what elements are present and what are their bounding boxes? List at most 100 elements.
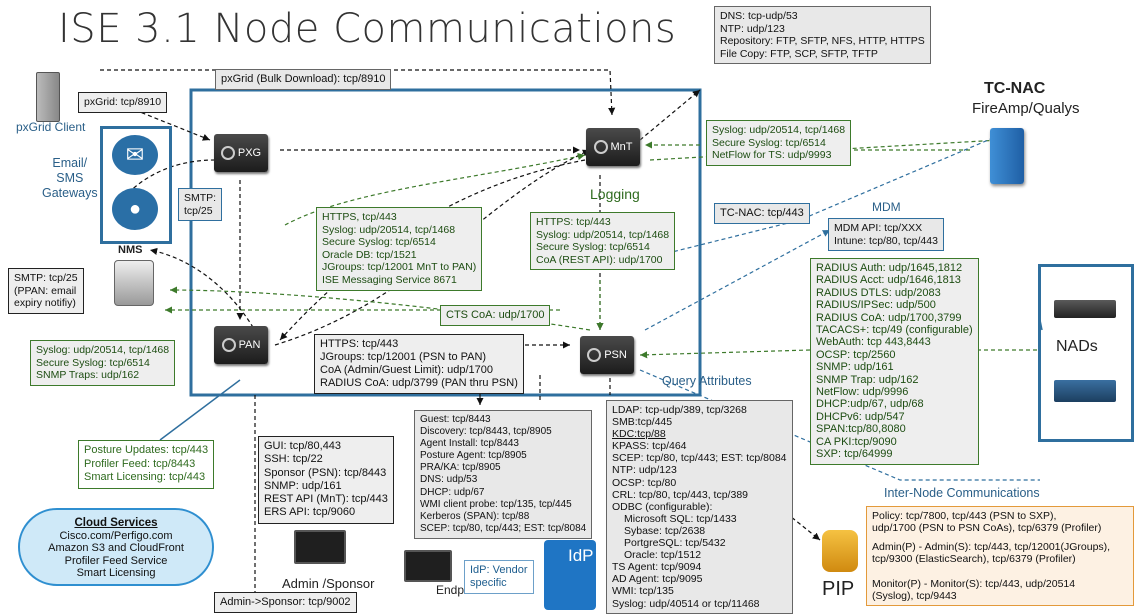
psn-label: PSN <box>604 349 627 361</box>
psn-https-line: HTTPS: tcp/443 <box>536 216 611 228</box>
cloud-line: Amazon S3 and CloudFront <box>48 542 184 554</box>
radius-box: RADIUS Auth: udp/1645,1812 RADIUS Acct: … <box>810 258 979 465</box>
fingerprint-icon <box>593 140 608 154</box>
ldap-line: NTP: udp/123 <box>612 464 677 477</box>
idp-vendor-line: specific <box>470 577 507 589</box>
gui-line: SNMP: udp/161 <box>264 479 342 492</box>
fingerprint-icon <box>221 338 236 352</box>
cloud-line: Smart Licensing <box>76 567 156 579</box>
dns-line: DNS: tcp-udp/53 <box>720 10 798 22</box>
radius-line: RADIUS Acct: udp/1646,1813 <box>816 274 961 287</box>
mnt-syslog-line: Secure Syslog: tcp/6514 <box>712 136 826 149</box>
nads-label: NADs <box>1056 338 1098 355</box>
dns-line: NTP: udp/123 <box>720 22 785 35</box>
posture-line: Posture Updates: tcp/443 <box>84 444 209 456</box>
radius-line: SXP: tcp/64999 <box>816 448 893 461</box>
mnt-syslog-box: Syslog: udp/20514, tcp/1468 Secure Syslo… <box>706 120 852 166</box>
policy-line: tcp/9300 (ElasticSearch), tcp/6379 (Prof… <box>872 553 1076 566</box>
database-icon <box>114 260 154 306</box>
mdm-line: MDM API: tcp/XXX <box>834 222 923 234</box>
switch-icon <box>1054 380 1116 402</box>
smtp-line: SMTP: <box>184 192 217 204</box>
pan-syslog-line: SNMP Traps: udp/162 <box>36 369 140 382</box>
fingerprint-icon <box>587 348 602 362</box>
gui-box: GUI: tcp/80,443 SSH: tcp/22 Sponsor (PSN… <box>258 436 394 524</box>
ldap-line: AD Agent: tcp/9095 <box>612 573 703 586</box>
laptop-icon <box>294 530 346 564</box>
ldap-line: WMI: tcp/135 <box>612 585 674 598</box>
gui-line: ERS API: tcp/9060 <box>264 506 356 519</box>
ldap-line: Sybase: tcp/2638 <box>624 524 706 537</box>
server-icon <box>36 72 60 122</box>
switch-icon <box>1054 300 1116 318</box>
fingerprint-icon <box>220 146 235 160</box>
mdm-line: Intune: tcp/80, tcp/443 <box>834 234 938 247</box>
ldap-line: Syslog: udp/40514 or tcp/11468 <box>612 597 760 610</box>
idp-label: IdP <box>568 546 594 565</box>
policy-box: Policy: tcp/7800, tcp/443 (PSN to SXP), … <box>866 506 1134 607</box>
firewall-icon <box>990 128 1024 184</box>
smtp-line: tcp/25 <box>184 204 213 217</box>
gui-line: GUI: tcp/80,443 <box>264 440 342 452</box>
nms-label: NMS <box>118 244 143 256</box>
psn-https-box: HTTPS: tcp/443 Syslog: udp/20514, tcp/14… <box>530 212 676 271</box>
cloud-line: Profiler Feed Service <box>64 554 168 567</box>
policy-line: Admin(P) - Admin(S): tcp/443, tcp/12001(… <box>872 540 1111 553</box>
pan-psn-line: CoA (Admin/Guest Limit): udp/1700 <box>320 364 494 376</box>
pan-label: PAN <box>238 339 261 351</box>
pxg-node: PXG <box>214 134 268 172</box>
pxg-label: PXG <box>237 147 262 159</box>
radius-line: DHCP:udp/67, udp/68 <box>816 398 924 411</box>
smtp-25-box: SMTP: tcp/25 <box>178 188 223 222</box>
radius-line: WebAuth: tcp 443,8443 <box>816 336 931 349</box>
pan-node: PAN <box>214 326 268 364</box>
cloud-line: Cloud Services <box>74 517 158 529</box>
guest-line: DHCP: udp/67 <box>420 486 485 498</box>
posture-line: Profiler Feed: tcp/8443 <box>84 457 196 470</box>
ldap-line: KPASS: tcp/464 <box>612 440 687 453</box>
center-https-line: Secure Syslog: tcp/6514 <box>322 236 436 249</box>
pxgrid-client-label: pxGrid Client <box>16 120 86 134</box>
email-gateways-line: SMS <box>56 171 84 185</box>
gui-line: Sponsor (PSN): tcp/8443 <box>264 466 387 479</box>
mdm-label: MDM <box>872 200 901 214</box>
ldap-line: SCEP: tcp/80, tcp/443; EST: tcp/8084 <box>612 452 787 465</box>
pan-psn-box: HTTPS: tcp/443 JGroups: tcp/12001 (PSN t… <box>314 334 524 394</box>
idp-vendor-box: IdP: Vendor specific <box>464 560 534 594</box>
mnt-node: MnT <box>586 128 640 166</box>
guest-line: PRA/KA: tcp/8905 <box>420 462 501 474</box>
mail-icon: ✉ <box>112 135 158 175</box>
radius-line: RADIUS Auth: udp/1645,1812 <box>816 262 963 274</box>
pxgrid-tcp-box: pxGrid: tcp/8910 <box>78 92 168 113</box>
ldap-line: OCSP: tcp/80 <box>612 476 677 489</box>
page-title: ISE 3.1 Node Communications <box>58 6 677 52</box>
radius-line: RADIUS CoA: udp/1700,3799 <box>816 311 962 324</box>
center-https-line: JGroups: tcp/12001 MnT to PAN) <box>322 261 477 274</box>
mnt-syslog-line: NetFlow for TS: udp/9993 <box>712 149 832 162</box>
guest-box: Guest: tcp/8443 Discovery: tcp/8443, tcp… <box>414 410 593 539</box>
email-gateways-label: Email/ SMS Gateways <box>42 156 98 201</box>
email-gateways-line: Email/ <box>52 156 88 170</box>
gui-line: SSH: tcp/22 <box>264 453 323 466</box>
dns-line: Repository: FTP, SFTP, NFS, HTTP, HTTPS <box>720 35 925 48</box>
cts-coa-box: CTS CoA: udp/1700 <box>440 305 551 326</box>
policy-line: Policy: tcp/7800, tcp/443 (PSN to SXP), <box>872 510 1057 522</box>
cloud-services: Cloud Services Cisco.com/Perfigo.com Ama… <box>18 508 214 586</box>
dns-ntp-box: DNS: tcp-udp/53 NTP: udp/123 Repository:… <box>714 6 931 65</box>
ldap-line: ODBC (configurable): <box>612 500 713 513</box>
dns-line: File Copy: FTP, SCP, SFTP, TFTP <box>720 47 878 60</box>
guest-line: Agent Install: tcp/8443 <box>420 438 519 450</box>
radius-line: DHCPv6: udp/547 <box>816 410 905 423</box>
ldap-line: KDC:tcp/88 <box>612 428 666 441</box>
psn-https-line: CoA (REST API): udp/1700 <box>536 253 663 266</box>
ldap-line: CRL: tcp/80, tcp/443, tcp/389 <box>612 488 748 501</box>
center-https-line: ISE Messaging Service 8671 <box>322 273 457 286</box>
mnt-syslog-line: Syslog: udp/20514, tcp/1468 <box>712 124 846 136</box>
radius-line: OCSP: tcp/2560 <box>816 348 896 361</box>
radius-line: SNMP: udp/161 <box>816 361 894 374</box>
posture-box: Posture Updates: tcp/443 Profiler Feed: … <box>78 440 215 489</box>
pan-syslog-line: Syslog: udp/20514, tcp/1468 <box>36 344 170 356</box>
smtp-ppan-line: SMTP: tcp/25 <box>14 272 78 284</box>
radius-line: TACACS+: tcp/49 (configurable) <box>816 324 973 337</box>
ldap-line: PortgreSQL: tcp/5432 <box>624 537 726 550</box>
